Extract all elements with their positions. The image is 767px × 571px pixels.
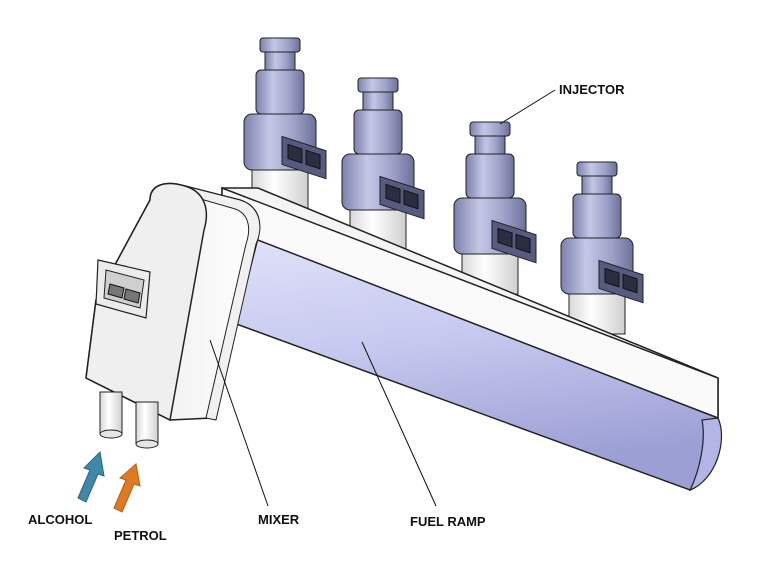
mixer-leader: [209, 339, 269, 507]
petrol-arrow: [113, 463, 141, 513]
injector-3: [453, 121, 537, 295]
fuel-ramp-leader: [361, 341, 437, 507]
leader-lines: [209, 89, 556, 507]
petrol-label: PETROL: [114, 528, 167, 543]
injector-1: [243, 37, 327, 211]
mixer-connector: [95, 259, 151, 319]
injector-label: INJECTOR: [559, 82, 625, 97]
injector-leader: [499, 89, 556, 125]
injector-2: [341, 77, 425, 251]
alcohol-label: ALCOHOL: [28, 512, 92, 527]
alcohol-inlet-pipe: [99, 391, 123, 439]
mixer-label: MIXER: [258, 512, 300, 527]
alcohol-arrow: [77, 450, 105, 503]
fuel-ramp: [219, 186, 723, 492]
petrol-inlet-pipe: [135, 401, 159, 449]
mixer: [85, 182, 261, 449]
injector-4: [560, 161, 644, 335]
fuel-ramp-label: FUEL RAMP: [410, 514, 486, 529]
